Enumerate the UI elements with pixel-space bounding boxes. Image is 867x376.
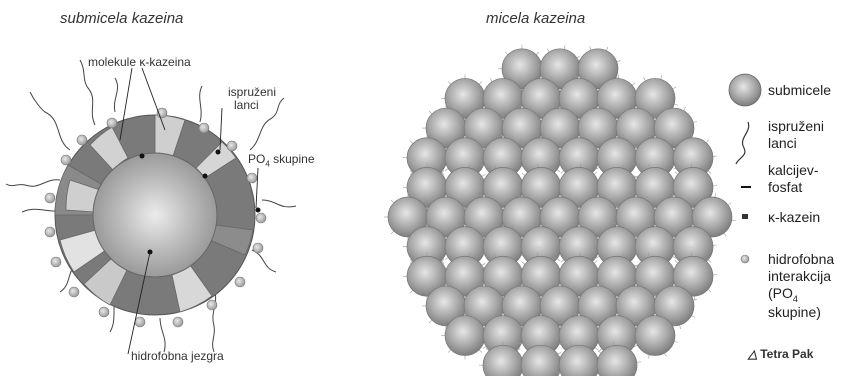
stretched-chains-label-2: lanci [234, 99, 259, 112]
submicelle-hair [706, 140, 709, 143]
submicelle-legend-icon [729, 74, 761, 106]
submicelle-hair [577, 56, 580, 58]
submicelle-hair [522, 173, 525, 175]
legend-calcium-2: fosfat [768, 179, 802, 195]
submicelle-hair [557, 259, 560, 261]
submicelle-hair [644, 77, 646, 81]
kappa-casein-legend-icon [742, 214, 748, 219]
submicelle-hair [410, 290, 413, 293]
submicelle-hair [724, 233, 726, 236]
legend-kappa: κ-kazein [768, 209, 820, 225]
submicelle-hair [482, 174, 485, 176]
submicelle-hair [561, 171, 564, 174]
submicelle-hair [522, 262, 525, 264]
submicelle-hair [594, 261, 597, 264]
submicelle-hair [557, 170, 560, 172]
submicelle-hair [536, 52, 539, 55]
submicelle-hair [632, 83, 635, 86]
micelle-submicelle [445, 316, 485, 356]
submicelle-hair [673, 87, 677, 89]
submicelle-hair [693, 121, 697, 122]
chain-legend-icon [736, 122, 749, 164]
legend-submicelles: submicele [768, 82, 831, 98]
submicelle-hair [391, 200, 394, 203]
submicelle-hair [391, 231, 394, 234]
submicelle-hair [665, 353, 667, 357]
submicelle-hair [595, 348, 598, 350]
submicelle-hair [606, 47, 608, 51]
submicelle-hair [410, 141, 413, 144]
legend-hydro-4: skupine) [768, 304, 821, 320]
submicelle-hair [482, 263, 485, 265]
hydrophobic-interaction-legend-icon [741, 255, 749, 263]
legend-calcium-1: kalcijev- [768, 162, 819, 178]
submicelle-hair [674, 341, 678, 342]
submicelle-hair [680, 325, 681, 329]
hydrophobic-core [93, 153, 217, 277]
submicelle-hair [558, 352, 561, 354]
po4-label: PO4 skupine [248, 153, 315, 170]
submicelle-hair [708, 260, 711, 263]
submicelle-hair [561, 260, 564, 263]
submicelle-hair [594, 172, 597, 175]
tetra-pak-logo: △Tetra Pak [748, 347, 813, 361]
micelle [384, 45, 736, 376]
submicelle-hair [692, 316, 696, 318]
submicelle-hair [617, 60, 621, 61]
submicelle-hair [637, 362, 641, 363]
submicelle-hair [693, 299, 697, 300]
submicelle-hair [648, 355, 649, 359]
submicelle-hair [429, 111, 432, 114]
submicelle-hair [674, 104, 678, 105]
submicelle-hair [479, 81, 482, 84]
submicelle-hair [598, 351, 601, 353]
submicelle-hair [505, 52, 508, 55]
submicelle-hair [590, 46, 591, 50]
submicelle-hair [547, 49, 549, 52]
legend-icons [729, 74, 761, 263]
legend-chains-2: lanci [768, 135, 797, 151]
legend-hydro-2: interakcija [768, 268, 831, 284]
submicelle-hair [479, 350, 482, 353]
submicelle-hair [429, 320, 432, 323]
submicelle-hair [448, 81, 451, 84]
submicelle-hair [708, 171, 711, 174]
submicelle-hair [708, 289, 711, 292]
submicelle-hair [564, 45, 565, 49]
kappa-molecules-label: molekule κ-kazeina [88, 56, 191, 69]
submicelle-hair [661, 75, 662, 79]
hydrophobic-core-label: hidrofobna jezgra [131, 350, 224, 363]
submicelle-hair [445, 169, 448, 171]
submicelle-hair [732, 220, 736, 221]
legend-chains-1: ispruženi [768, 118, 824, 134]
legend-hydro-1: hidrofobna [768, 251, 834, 267]
submicelle-hair [599, 349, 602, 352]
submicelle-hair [684, 107, 686, 111]
submicelle-hair [483, 346, 486, 348]
submicelle-hair [445, 257, 448, 259]
submicelle-hair [715, 193, 716, 197]
submicelle-hair [728, 203, 731, 205]
submicelle-hair [490, 78, 492, 81]
submicelle-hair [675, 261, 678, 264]
submicelle-hair [675, 172, 678, 175]
micelle-submicelle [635, 316, 675, 356]
submicelle-hair [448, 350, 451, 353]
